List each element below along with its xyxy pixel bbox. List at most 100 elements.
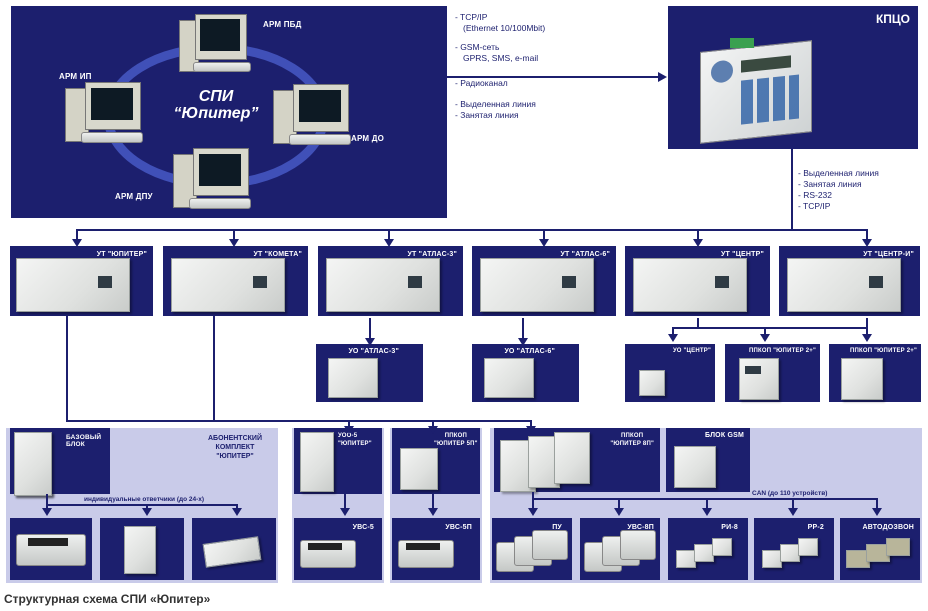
pc-arm-dpu	[173, 148, 263, 210]
pc-arm-ip	[65, 82, 155, 144]
ppkop-jupiter2-b-label: ППКОП "ЮПИТЕР 2+"	[849, 348, 917, 354]
ut-jupiter: УТ "ЮПИТЕР"	[10, 246, 153, 316]
uvs5p-panel: ППКОП "ЮПИТЕР 5П" УВС-5П	[390, 428, 482, 583]
bus-drop-2	[233, 229, 235, 241]
can-drop-2	[618, 498, 620, 512]
centr-i-link-v	[866, 318, 868, 328]
uo-atlas3: УО "АТЛАС-3"	[316, 344, 423, 402]
kpco-connector	[730, 38, 754, 48]
ut-centr: УТ "ЦЕНТР"	[625, 246, 770, 316]
uvs8p: УВС-8П	[580, 518, 660, 580]
centr-link-v	[697, 318, 699, 328]
ut-centr-label: УТ "ЦЕНТР"	[721, 251, 764, 258]
ind-arrow-3	[232, 508, 242, 516]
uoo5-link	[344, 494, 346, 512]
uo-centr-drop	[672, 327, 674, 336]
uvs8p-label: УВС-8П	[627, 524, 654, 531]
ppkop2-drop	[866, 327, 868, 336]
atlas6-link	[522, 318, 524, 342]
abonent-trunk	[46, 494, 48, 506]
ppkop-jupiter2-a: ППКОП "ЮПИТЕР 2+"	[725, 344, 820, 402]
uvs5-label: УВС-5	[352, 524, 374, 531]
base-block-label: БАЗОВЫЙ БЛОК	[66, 434, 102, 448]
ut-bus	[76, 229, 868, 231]
abonent-title-3: "ЮПИТЕР"	[216, 453, 254, 460]
link-gsm: - GSM-сеть	[455, 42, 500, 52]
ppkop5p-box: ППКОП "ЮПИТЕР 5П"	[392, 428, 480, 494]
system-title: СПИ “Юпитер”	[161, 88, 271, 122]
ppkop5p-label-1: ППКОП	[444, 433, 467, 439]
ppkop8p-label-2: "ЮПИТЕР 8П"	[610, 441, 654, 447]
trunk-bottom	[66, 420, 532, 422]
ppkop8p-label: ППКОП "ЮПИТЕР 8П"	[610, 432, 654, 448]
bus-arrow-3	[384, 239, 394, 247]
abonent-panel: БАЗОВЫЙ БЛОК АБОНЕНТСКИЙ КОМПЛЕКТ "ЮПИТЕ…	[6, 428, 278, 583]
uoo5-arrow	[340, 508, 350, 516]
uo-atlas6-label: УО "АТЛАС-6"	[504, 348, 555, 355]
can-bus	[532, 498, 878, 500]
system-title-line1: СПИ	[198, 88, 234, 105]
can-drop-5	[876, 498, 878, 512]
kpco-link-busy: - Занятая линия	[798, 179, 862, 189]
link-dedicated: - Выделенная линия	[455, 99, 536, 109]
trunk-jupiter	[66, 316, 68, 422]
ppkop8p-box: ППКОП "ЮПИТЕР 8П"	[494, 428, 660, 492]
uo-centr: УО "ЦЕНТР"	[625, 344, 715, 402]
responder-keypad-1	[10, 518, 92, 580]
link-radio: - Радиоканал	[455, 78, 508, 88]
uoo5-label-1: УОО-5	[338, 433, 358, 439]
ut-atlas6: УТ "АТЛАС-6"	[472, 246, 616, 316]
autodial: АВТОДОЗВОН	[840, 518, 920, 580]
central-panel: АРМ ПБД АРМ ИП АРМ ДО АРМ ДПУ СПИ “Юпите…	[11, 6, 447, 218]
trunk-kometa	[213, 316, 215, 422]
can-trunk	[532, 492, 534, 500]
uoo5-box: УОО-5 "ЮПИТЕР"	[294, 428, 382, 494]
individual-label: индивидуальные ответчики (до 24-х)	[84, 496, 205, 503]
ind-drop-2	[146, 504, 148, 510]
uo-atlas6: УО "АТЛАС-6"	[472, 344, 579, 402]
can-arrow-1	[528, 508, 538, 516]
bus-arrow-4	[539, 239, 549, 247]
ut-jupiter-label: УТ "ЮПИТЕР"	[96, 251, 147, 258]
ut-atlas3: УТ "АТЛАС-3"	[318, 246, 463, 316]
ind-drop-1	[46, 504, 48, 510]
kpco-down-line	[791, 149, 793, 229]
can-arrow-5	[872, 508, 882, 516]
ppkop5p-label-2: "ЮПИТЕР 5П"	[434, 441, 478, 447]
can-arrow-3	[702, 508, 712, 516]
abonent-bus	[46, 504, 236, 506]
link-busy: - Занятая линия	[455, 110, 519, 120]
bus-drop-1	[76, 229, 78, 241]
kpco-link-tcpip: - TCP/IP	[798, 201, 831, 211]
arm-dpu-label: АРМ ДПУ	[115, 192, 153, 201]
link-tcpip: - TCP/IP	[455, 12, 488, 22]
kpco-panel: КПЦО	[668, 6, 918, 149]
pu-label: ПУ	[552, 524, 562, 531]
uo-centr-arrow	[668, 334, 678, 342]
ppkop1-drop	[764, 327, 766, 336]
ut-kometa-label: УТ "КОМЕТА"	[253, 251, 302, 258]
responder-keypad-3	[192, 518, 276, 580]
kpco-link-rs232: - RS-232	[798, 190, 833, 200]
atlas3-link-arrow	[365, 338, 375, 346]
ppkop-jupiter2-a-label: ППКОП "ЮПИТЕР 2+"	[748, 348, 816, 354]
uoo5-label-2: "ЮПИТЕР"	[338, 441, 372, 447]
link-gsm-detail: GPRS, SMS, e-mail	[463, 53, 539, 63]
ppkop5p-label: ППКОП "ЮПИТЕР 5П"	[434, 432, 478, 448]
bus-arrow-2	[229, 239, 239, 247]
uvs5: УВС-5	[294, 518, 382, 580]
uoo5-label: УОО-5 "ЮПИТЕР"	[338, 432, 372, 448]
kpco-title: КПЦО	[875, 12, 910, 26]
ppkop1-arrow	[760, 334, 770, 342]
trunk-arrow-3	[526, 426, 536, 434]
ppkop8p-label-1: ППКОП	[621, 433, 644, 439]
atlas3-link	[369, 318, 371, 342]
abonent-title-2: КОМПЛЕКТ	[215, 444, 255, 451]
arm-pbd-label: АРМ ПБД	[263, 20, 302, 29]
can-arrow-4	[788, 508, 798, 516]
can-drop-3	[706, 498, 708, 512]
centr-link-h	[672, 327, 868, 329]
ut-centr-i: УТ "ЦЕНТР-И"	[779, 246, 920, 316]
ppkop-jupiter2-b: ППКОП "ЮПИТЕР 2+"	[829, 344, 921, 402]
bus-drop-4	[543, 229, 545, 241]
